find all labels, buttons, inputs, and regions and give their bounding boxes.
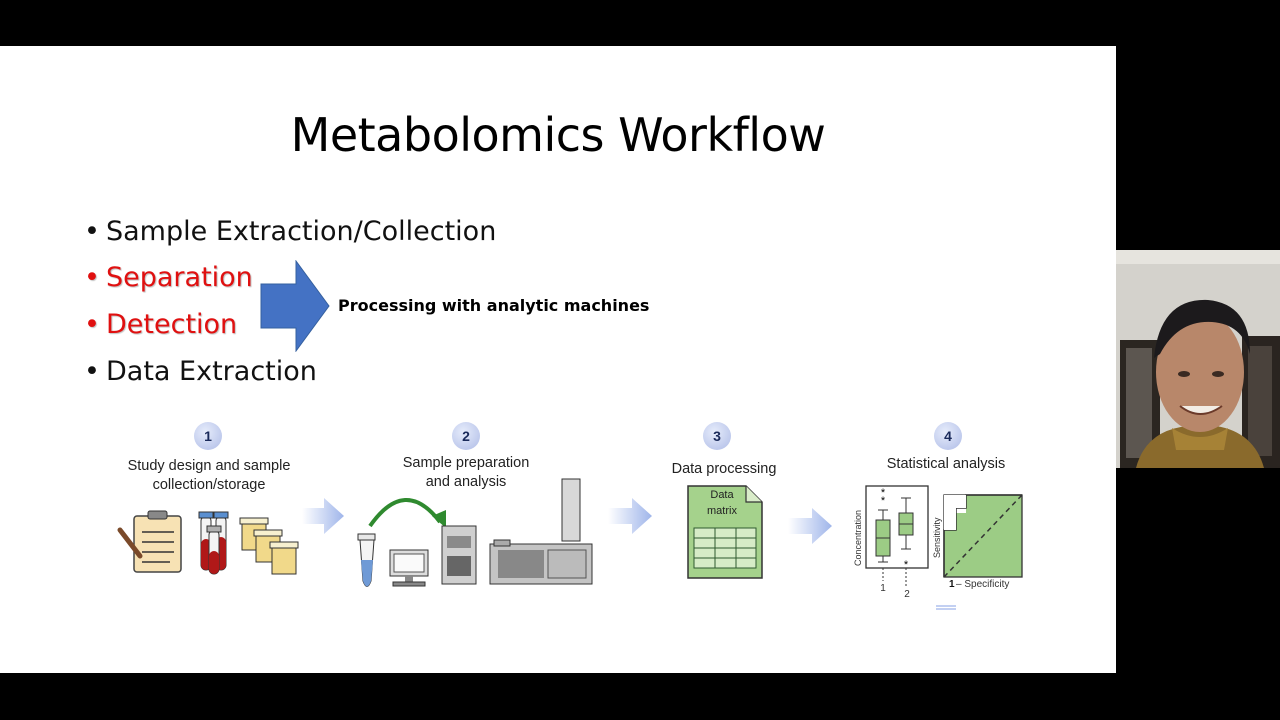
- right-arrow-icon: [260, 260, 330, 352]
- bullet-dot: •: [84, 309, 100, 340]
- roc-x-label: – Specificity: [956, 579, 1009, 590]
- bullet-text: Data Extraction: [106, 356, 317, 387]
- blood-tube-icon: [198, 511, 229, 575]
- instrument-icon: [441, 525, 477, 585]
- clipboard-icon: [117, 510, 182, 573]
- step-number-2: 2: [452, 422, 480, 450]
- boxplot-icon: * * * 1 2 Concentration: [853, 485, 929, 600]
- step-label-2: Sample preparation and analysis: [376, 454, 556, 492]
- boxplot-x-label-1: 1: [880, 583, 886, 594]
- arrow-caption: Processing with analytic machines: [338, 296, 650, 315]
- flow-arrow-icon: [788, 508, 832, 544]
- step-label-1: Study design and sample collection/stora…: [104, 457, 314, 495]
- data-matrix-label-line2: matrix: [707, 505, 737, 517]
- step-label-line: Study design and sample: [127, 458, 291, 474]
- boxplot-y-label: Concentration: [853, 510, 863, 566]
- pipette-tube-icon: [357, 533, 376, 587]
- bullet-text: Separation: [106, 262, 253, 293]
- presenter-video-feed: [1116, 250, 1280, 468]
- data-matrix-icon: Data matrix: [687, 485, 763, 579]
- sample-cup-icon: [239, 517, 299, 575]
- mass-spectrometer-icon: [489, 478, 593, 585]
- step-label-line: Sample preparation: [402, 455, 530, 471]
- flow-arrow-icon: [608, 498, 652, 534]
- slide-title: Metabolomics Workflow: [290, 108, 826, 162]
- workflow-diagram: Data matrix * * * 1 2 Concentration: [117, 478, 1023, 610]
- flow-arrow-icon: [302, 498, 344, 534]
- outlier-marker: *: [881, 487, 886, 499]
- step-label-3: Data processing: [652, 460, 796, 479]
- bullet-data-extraction: •Data Extraction: [84, 356, 317, 387]
- step-label-line: Statistical analysis: [886, 456, 1006, 472]
- step-number-4: 4: [934, 422, 962, 450]
- roc-curve-icon: Sensitivity 1 – Specificity: [932, 494, 1023, 610]
- bullet-dot: •: [84, 356, 100, 387]
- bullet-detection: •Detection: [84, 309, 237, 340]
- bullet-text: Detection: [106, 309, 238, 340]
- step-label-4: Statistical analysis: [866, 455, 1026, 474]
- presenter-video-icon: [1116, 250, 1280, 468]
- bullet-dot: •: [84, 262, 100, 293]
- outlier-marker: *: [904, 559, 909, 571]
- bullet-dot: •: [84, 216, 100, 247]
- step-number-1: 1: [194, 422, 222, 450]
- curved-arrow-icon: [368, 498, 446, 528]
- step-label-line: collection/storage: [152, 477, 266, 493]
- roc-x-label-number: 1: [949, 579, 955, 590]
- bullet-text: Sample Extraction/Collection: [106, 216, 497, 247]
- step-number-3: 3: [703, 422, 731, 450]
- step-label-line: Data processing: [671, 461, 777, 477]
- step-label-line: and analysis: [425, 474, 507, 490]
- roc-y-label: Sensitivity: [932, 517, 942, 558]
- boxplot-x-label-2: 2: [904, 589, 910, 600]
- bullet-separation: •Separation: [84, 262, 253, 293]
- computer-icon: [389, 549, 429, 587]
- data-matrix-label-line1: Data: [710, 489, 734, 501]
- outlier-marker: *: [881, 495, 886, 507]
- bullet-sample-extraction: •Sample Extraction/Collection: [84, 216, 496, 247]
- slide: Metabolomics Workflow •Sample Extraction…: [0, 46, 1116, 673]
